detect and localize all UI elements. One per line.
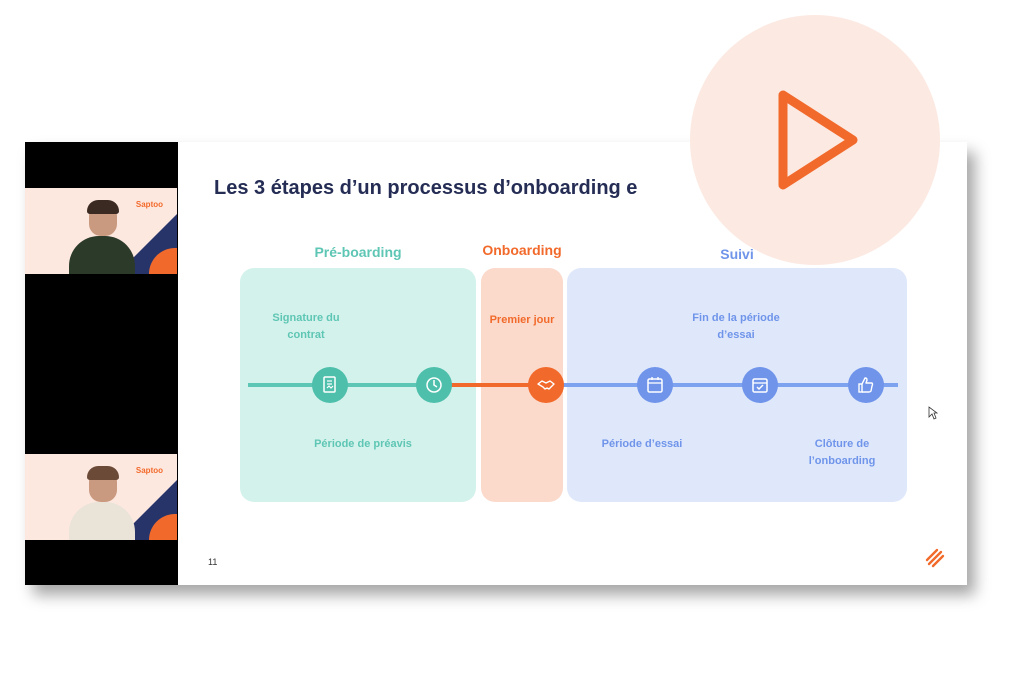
- calendar-check-icon: [742, 367, 778, 403]
- step-label-cloture: Clôture de l’onboarding: [808, 438, 876, 467]
- participant-brand-logo: Saptoo: [135, 466, 163, 475]
- participant-avatar: [69, 466, 135, 540]
- mouse-cursor-icon: [928, 406, 939, 425]
- participant-avatar: [69, 200, 135, 274]
- step-label-periode-essai: Période d’essai: [601, 438, 683, 450]
- handshake-icon: [528, 367, 564, 403]
- slide-title: Les 3 étapes d’un processus d’onboarding…: [214, 177, 638, 199]
- brand-logo-icon: [925, 548, 945, 573]
- clock-icon: [416, 367, 452, 403]
- phase-label-suivi: Suivi: [720, 246, 754, 262]
- participant-video-2: Saptoo: [25, 454, 177, 540]
- document-icon: [312, 367, 348, 403]
- slide-page-number: 11: [208, 557, 218, 567]
- phase-label-onboarding: Onboarding: [482, 242, 562, 258]
- play-button[interactable]: [690, 15, 940, 265]
- step-label-fin-periode: Fin de la période d’essai: [692, 312, 780, 341]
- participants-sidebar: Saptoo Saptoo: [25, 142, 178, 585]
- participant-brand-logo: Saptoo: [135, 200, 163, 209]
- participant-video-1: Saptoo: [25, 188, 177, 274]
- timeline-segment-blue: [530, 383, 898, 387]
- step-label-signature: Signature du contrat: [272, 312, 340, 341]
- phase-label-preboarding: Pré-boarding: [314, 244, 402, 260]
- play-icon: [778, 90, 858, 190]
- step-label-premier-jour: Premier jour: [489, 314, 555, 326]
- calendar-icon: [637, 367, 673, 403]
- thumbs-up-icon: [848, 367, 884, 403]
- step-label-preavis: Période de préavis: [314, 438, 412, 450]
- timeline-segment-orange: [432, 383, 530, 387]
